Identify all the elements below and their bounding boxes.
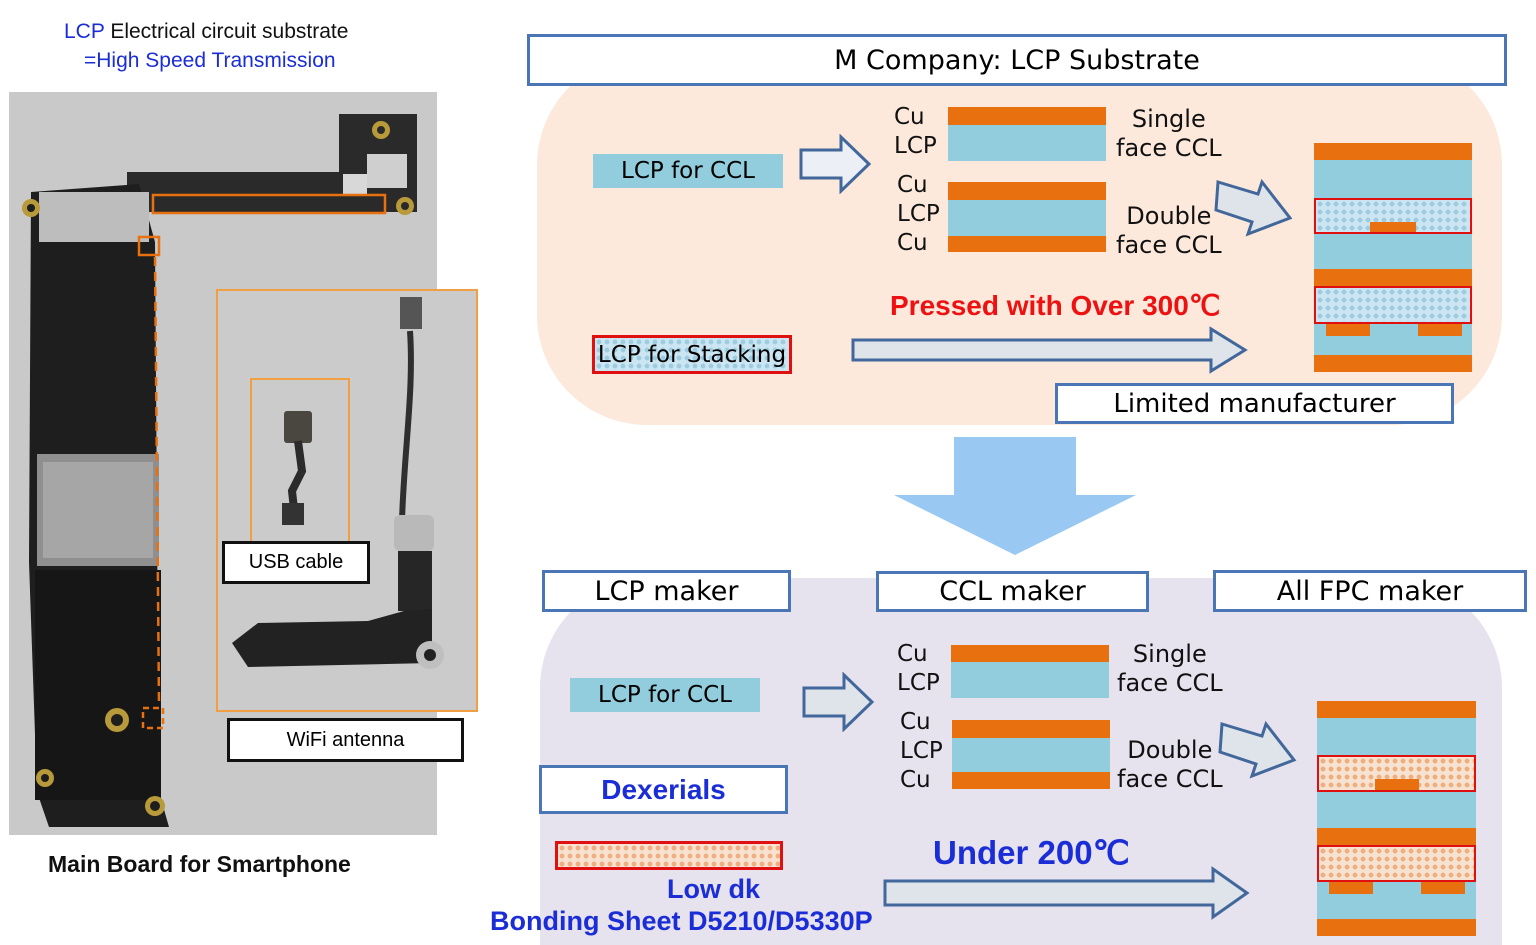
header-line1-rest: Electrical circuit substrate	[104, 20, 349, 43]
bottom-diagonal-arrow	[1218, 720, 1297, 779]
top-single-cu: Cu	[894, 104, 925, 130]
lcp-maker-box: LCP maker	[542, 570, 791, 612]
bottom-lcp-for-ccl: LCP for CCL	[570, 678, 760, 712]
bottom-double-cu2: Cu	[900, 767, 931, 793]
top-double-cu-top-layer	[948, 182, 1106, 200]
top-long-arrow	[851, 326, 1248, 374]
top-single-caption: Single face CCL	[1116, 105, 1222, 164]
limited-manufacturer-box: Limited manufacturer	[1055, 383, 1454, 424]
bonding-sheet-swatch	[555, 841, 783, 870]
fpc-maker-box: All FPC maker	[1213, 570, 1527, 612]
top-title-box: M Company: LCP Substrate	[527, 34, 1507, 86]
bottom-single-cu: Cu	[897, 641, 928, 667]
usb-cable-text: USB cable	[248, 551, 344, 573]
top-single-lcp-layer	[948, 125, 1106, 161]
top-lcp-for-ccl-text: LCP for CCL	[621, 158, 755, 184]
bottom-double-caption-text: Double face CCL	[1117, 736, 1223, 794]
bottom-stack-bond-1	[1317, 755, 1476, 792]
bottom-single-caption-text: Single face CCL	[1117, 640, 1223, 698]
top-single-caption-text: Single face CCL	[1116, 105, 1222, 163]
bottom-single-lcp-layer	[951, 662, 1109, 698]
bottom-long-arrow	[883, 866, 1250, 920]
bottom-stack	[1317, 701, 1476, 936]
lcp-maker-text: LCP maker	[594, 575, 739, 607]
top-title: M Company: LCP Substrate	[834, 44, 1200, 76]
top-stack	[1314, 143, 1472, 372]
top-stack-bond-2	[1314, 286, 1472, 324]
ccl-maker-box: CCL maker	[876, 571, 1149, 612]
header-lcp-word: LCP	[64, 20, 105, 43]
bottom-single-cu-layer	[951, 645, 1109, 662]
top-press-note: Pressed with Over 300℃	[890, 290, 1221, 321]
top-double-cu-bottom-layer	[948, 236, 1106, 252]
header-line-1: LCP Electrical circuit substrate	[64, 21, 348, 42]
bottom-double-cu1: Cu	[900, 709, 931, 735]
dexerials-box: Dexerials	[539, 765, 788, 814]
top-double-cu1: Cu	[897, 172, 928, 198]
top-single-lcp: LCP	[894, 133, 937, 159]
fpc-maker-text: All FPC maker	[1276, 575, 1464, 607]
top-small-arrow	[799, 134, 872, 194]
bottom-small-arrow	[802, 672, 875, 732]
top-double-cu2: Cu	[897, 230, 928, 256]
top-double-lcp-layer	[948, 200, 1106, 236]
top-diagonal-arrow	[1214, 178, 1293, 237]
bottom-single-lcp: LCP	[897, 670, 940, 696]
top-lcp-for-ccl: LCP for CCL	[593, 154, 783, 188]
bonding-sheet-label: Bonding Sheet D5210/D5330P	[490, 906, 873, 936]
bottom-double-caption: Double face CCL	[1117, 736, 1223, 795]
bottom-lcp-for-ccl-text: LCP for CCL	[598, 682, 732, 708]
low-dk-label: Low dk	[667, 874, 760, 904]
top-double-caption-text: Double face CCL	[1116, 202, 1222, 260]
bottom-under-note: Under 200℃	[933, 834, 1130, 871]
header-line-2: =High Speed Transmission	[84, 49, 336, 72]
cable-illustration	[232, 297, 444, 669]
wifi-antenna-text: WiFi antenna	[286, 728, 405, 751]
dexerials-text: Dexerials	[601, 773, 726, 805]
big-down-arrow	[894, 437, 1136, 555]
bottom-stack-bond-2	[1317, 845, 1476, 882]
top-lcp-for-stacking-text: LCP for Stacking	[597, 341, 787, 368]
board-caption: Main Board for Smartphone	[48, 851, 351, 877]
usb-cable-label: USB cable	[222, 541, 370, 584]
bottom-double-lcp: LCP	[900, 738, 943, 764]
usb-cable-frame	[250, 378, 350, 568]
ccl-maker-text: CCL maker	[939, 576, 1086, 607]
board-illustration	[22, 114, 417, 827]
bottom-double-lcp-layer	[952, 738, 1110, 772]
wifi-antenna-label: WiFi antenna	[227, 718, 464, 762]
bottom-single-caption: Single face CCL	[1117, 640, 1223, 699]
top-single-cu-layer	[948, 107, 1106, 125]
bottom-double-cu-top-layer	[952, 720, 1110, 738]
limited-manufacturer-text: Limited manufacturer	[1113, 388, 1396, 419]
top-lcp-for-stacking: LCP for Stacking	[592, 335, 792, 374]
cable-inset-photo	[216, 289, 478, 712]
top-double-caption: Double face CCL	[1116, 202, 1222, 261]
bottom-double-cu-bottom-layer	[952, 772, 1110, 789]
top-double-lcp: LCP	[897, 201, 940, 227]
